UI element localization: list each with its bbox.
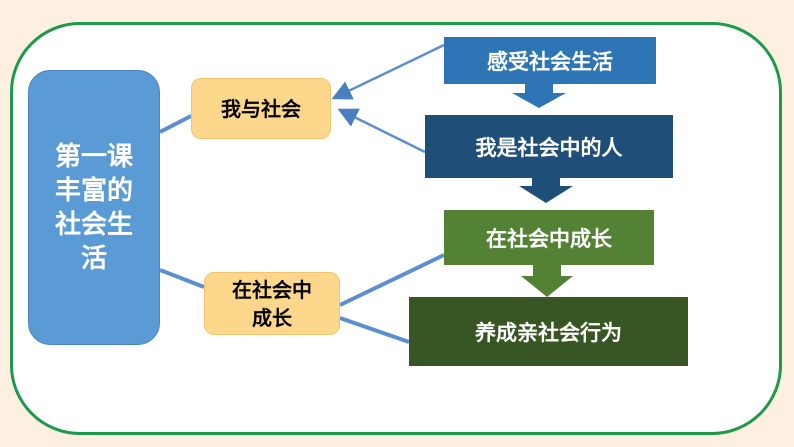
connector-branch2-to-step3	[339, 253, 445, 307]
branch-label: 我与社会	[221, 96, 301, 121]
step-label: 在社会中成长	[486, 226, 612, 251]
connector-main-to-branch1	[159, 114, 192, 134]
step-experience-social-life: 感受社会生活	[444, 37, 656, 84]
main-topic-line: 活	[80, 243, 107, 274]
connector-branch2-to-step4	[339, 316, 410, 344]
branch-growing-in-society: 在社会中 成长	[204, 272, 340, 335]
arrow-step1-to-branch1	[331, 43, 445, 100]
main-topic-line: 社会生	[54, 209, 133, 240]
step-label: 感受社会生活	[487, 49, 613, 74]
step-label: 我是社会中的人	[475, 135, 623, 160]
branch-label-line: 成长	[252, 305, 292, 330]
main-topic-line: 第一课	[54, 141, 133, 172]
arrow-step2-to-branch1	[337, 108, 426, 154]
step-prosocial-behavior: 养成亲社会行为	[409, 297, 688, 366]
down-arrow-2	[519, 178, 573, 203]
down-arrow-3	[521, 265, 573, 297]
main-topic-box: 第一课 丰富的 社会生 活	[28, 70, 160, 345]
step-growing-in-society: 在社会中成长	[444, 210, 654, 265]
step-i-am-a-social-person: 我是社会中的人	[425, 115, 673, 178]
branch-me-and-society: 我与社会	[191, 78, 331, 139]
step-label: 养成亲社会行为	[475, 320, 622, 345]
main-topic-line: 丰富的	[54, 175, 133, 206]
down-arrow-1	[512, 84, 566, 108]
branch-label-line: 在社会中	[232, 277, 312, 302]
connector-main-to-branch2	[159, 268, 205, 289]
